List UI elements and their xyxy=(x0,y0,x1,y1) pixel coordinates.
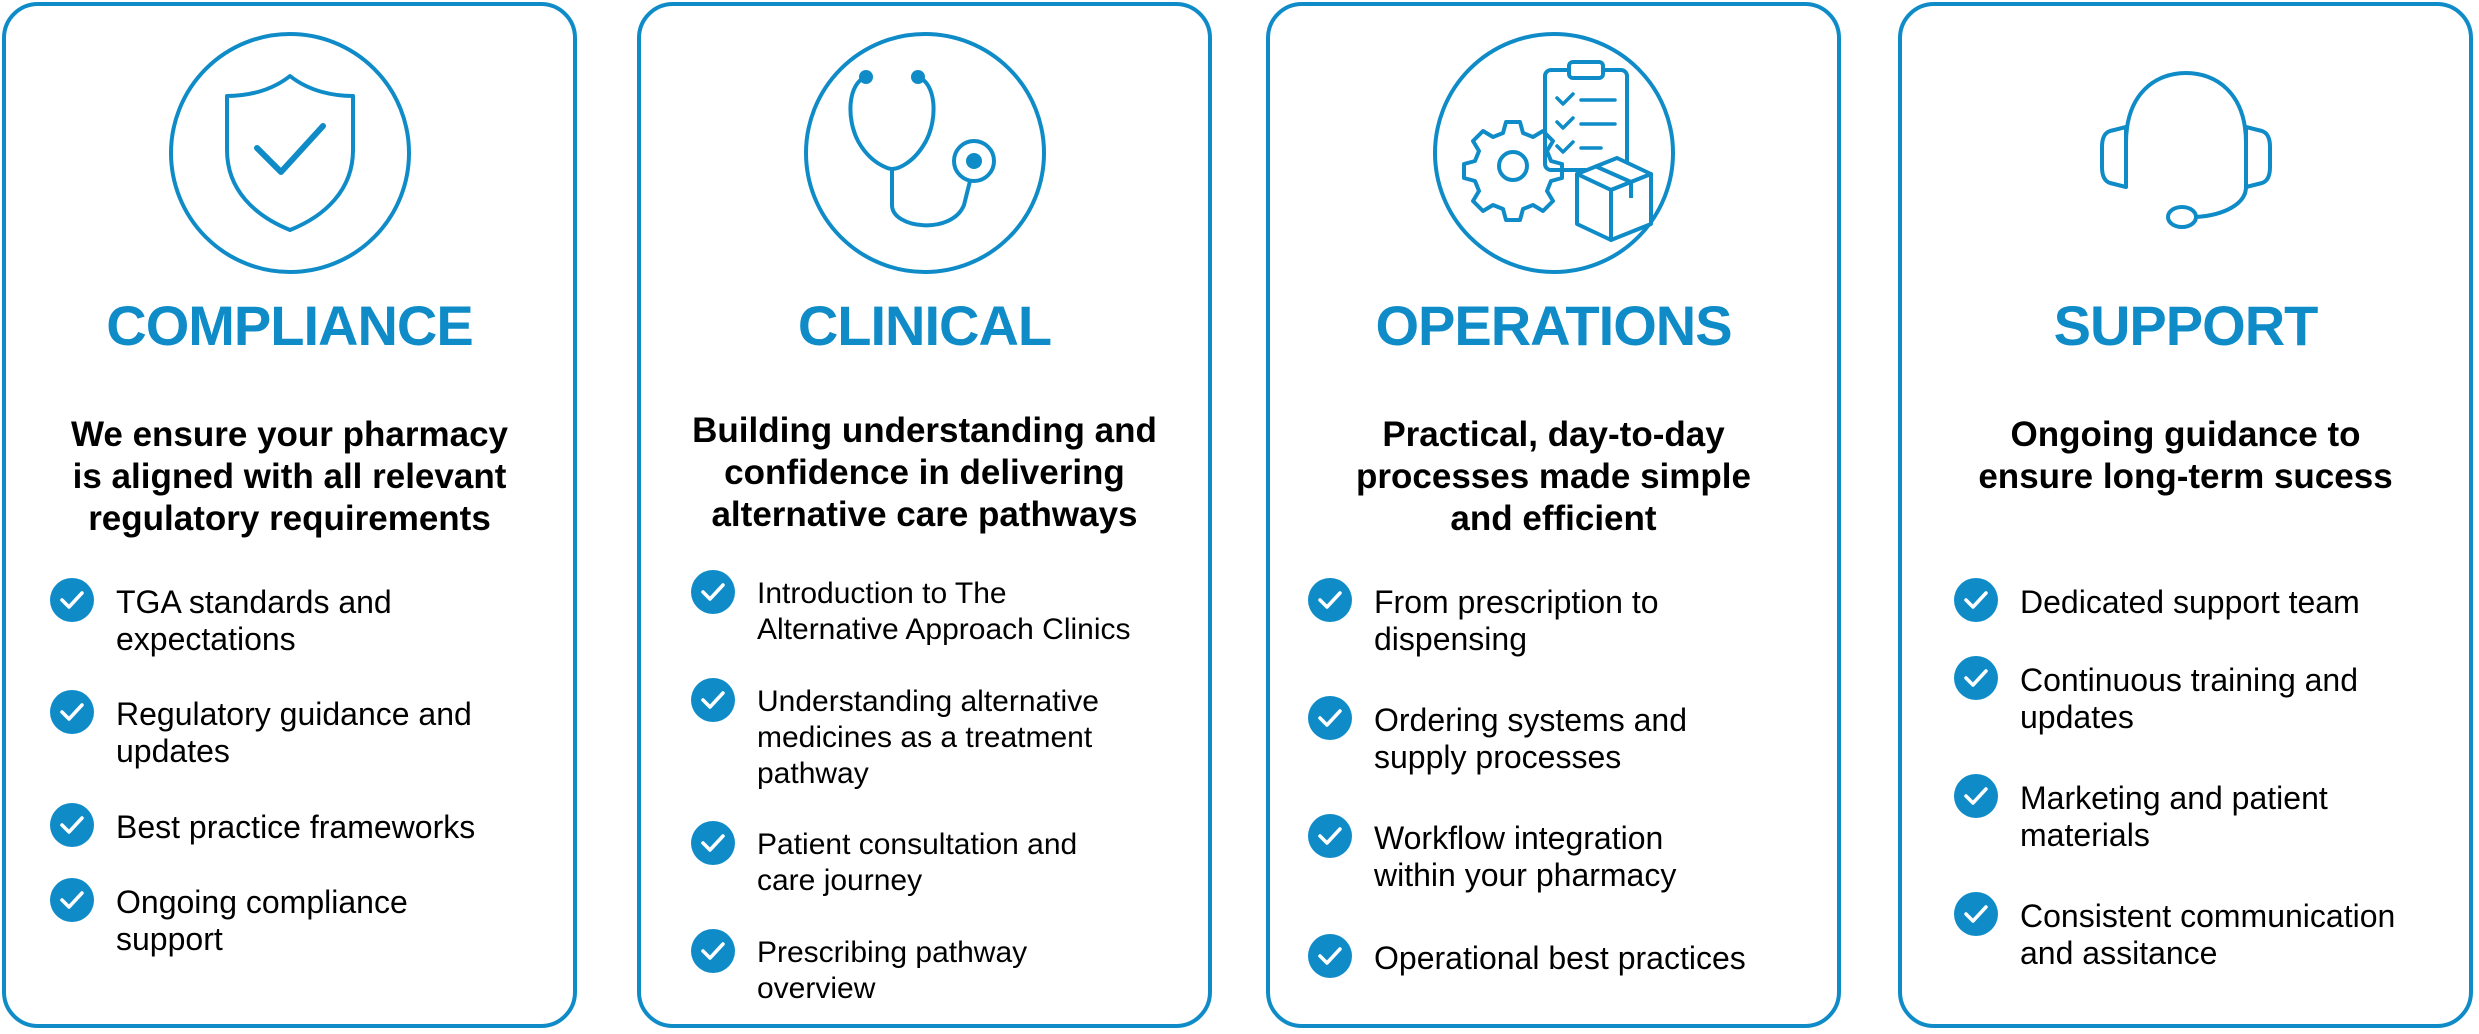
check-icon xyxy=(1308,696,1352,740)
card-support: SUPPORT Ongoing guidance to ensure long-… xyxy=(1898,2,2473,1028)
list-item: Operational best practices xyxy=(1308,934,1746,978)
check-icon xyxy=(1308,814,1352,858)
check-icon xyxy=(50,878,94,922)
check-icon xyxy=(1954,578,1998,622)
list-item: Marketing and patient materials xyxy=(1954,774,2328,854)
check-icon xyxy=(1954,774,1998,818)
list-item: TGA standards and expectations xyxy=(50,578,392,658)
card-title: COMPLIANCE xyxy=(106,294,473,357)
check-icon xyxy=(50,803,94,847)
headset-icon xyxy=(2099,70,2272,229)
check-icon xyxy=(691,678,735,722)
card-title: SUPPORT xyxy=(2053,294,2319,357)
check-icon xyxy=(691,821,735,865)
list-item: Best practice frameworks xyxy=(50,803,475,847)
check-icon xyxy=(691,570,735,614)
shield-check-icon xyxy=(224,74,355,232)
card-clinical: CLINICAL Building understanding and conf… xyxy=(637,2,1212,1028)
card-title: CLINICAL xyxy=(797,294,1052,357)
card-subtitle: We ensure your pharmacy is aligned with … xyxy=(70,415,509,538)
list-item: Continuous training and updates xyxy=(1954,656,2358,736)
card-subtitle: Practical, day-to-day processes made sim… xyxy=(1356,415,1751,538)
check-icon xyxy=(1308,578,1352,622)
check-icon xyxy=(691,929,735,973)
check-icon xyxy=(50,578,94,622)
icon-circle xyxy=(1432,32,1675,274)
icon-circle xyxy=(168,32,411,274)
card-title: OPERATIONS xyxy=(1375,294,1732,357)
icon-circle xyxy=(803,32,1046,274)
list-item: Regulatory guidance and updates xyxy=(50,690,472,770)
card-subtitle: Ongoing guidance to ensure long-term suc… xyxy=(1978,415,2393,496)
check-icon xyxy=(1954,892,1998,936)
list-item: Dedicated support team xyxy=(1954,578,2360,622)
list-item: Patient consultation and care journey xyxy=(691,821,1077,899)
list-item: Ordering systems and supply processes xyxy=(1308,696,1687,776)
card-compliance: COMPLIANCE We ensure your pharmacy is al… xyxy=(2,2,577,1028)
check-icon xyxy=(50,690,94,734)
list-item: Ongoing compliance support xyxy=(50,878,408,958)
check-icon xyxy=(1308,934,1352,978)
list-item: Prescribing pathway overview xyxy=(691,929,1027,1007)
check-icon xyxy=(1954,656,1998,700)
list-item: Introduction to The Alternative Approach… xyxy=(691,570,1131,648)
stethoscope-icon xyxy=(847,70,996,228)
list-item: Workflow integration within your pharmac… xyxy=(1308,814,1676,894)
operations-icon xyxy=(1461,60,1653,242)
icon-area xyxy=(2065,32,2307,274)
list-item: Consistent communication and assitance xyxy=(1954,892,2395,972)
card-subtitle: Building understanding and confidence in… xyxy=(692,411,1157,534)
list-item: From prescription to dispensing xyxy=(1308,578,1659,658)
list-item: Understanding alternative medicines as a… xyxy=(691,678,1099,792)
card-operations: OPERATIONS Practical, day-to-day process… xyxy=(1266,2,1841,1028)
